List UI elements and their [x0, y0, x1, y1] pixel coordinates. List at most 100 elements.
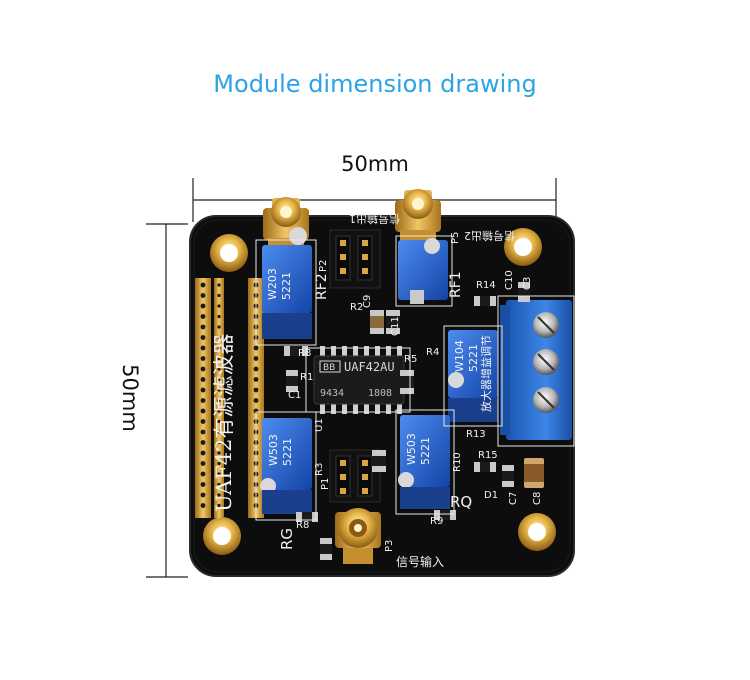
prototype-hole — [200, 471, 206, 477]
prototype-hole — [200, 398, 206, 403]
pot-w503b-label: W503 — [405, 433, 418, 465]
prototype-hole — [217, 409, 221, 413]
sma-output1-connector — [395, 189, 441, 240]
page-title: Module dimension drawing — [213, 70, 537, 98]
mounting-hole-top-right — [504, 228, 542, 266]
prototype-hole — [217, 325, 221, 329]
prototype-hole — [200, 450, 206, 456]
prototype-hole — [200, 429, 206, 435]
prototype-hole — [253, 398, 259, 403]
screw-terminal-block[interactable] — [500, 300, 572, 440]
potentiometer-w503-left[interactable]: W503 5221 — [260, 418, 312, 514]
prototype-hole — [217, 377, 221, 382]
ref-p1: P1 — [320, 478, 331, 490]
ic-pin — [342, 402, 347, 414]
label-rf2: RF2 — [314, 273, 330, 300]
prototype-hole — [217, 304, 221, 308]
chip-name: UAF42AU — [344, 360, 395, 374]
ref-c7: C7 — [508, 492, 519, 505]
prototype-hole — [200, 366, 206, 372]
ic-pin — [331, 346, 336, 358]
prototype-hole — [200, 419, 206, 424]
ref-c9: C9 — [362, 295, 373, 308]
chip-brand: BB — [323, 363, 335, 373]
prototype-hole — [200, 293, 206, 298]
width-dimension-line — [192, 178, 557, 222]
prototype-hole — [253, 366, 259, 372]
ic-pin — [364, 402, 369, 414]
prototype-hole — [200, 303, 206, 309]
height-dimension-line — [146, 223, 188, 578]
prototype-hole — [217, 482, 221, 487]
prototype-hole — [200, 440, 206, 445]
ref-r8: R8 — [298, 348, 311, 359]
prototype-hole — [217, 335, 221, 340]
pot-w203-code: 5221 — [280, 272, 293, 300]
ref-r13: R13 — [466, 429, 486, 440]
prototype-holes — [200, 282, 259, 508]
ic-pin — [375, 346, 380, 358]
ic-pin — [397, 346, 402, 358]
ic-pin — [320, 346, 325, 358]
silkscreen-outlines — [255, 235, 575, 521]
pot-w203-label: W203 — [266, 268, 279, 300]
prototype-hole — [217, 388, 221, 392]
label-rg: RG — [278, 528, 296, 550]
ref-c8: C8 — [532, 492, 543, 505]
ref-r3: R3 — [314, 463, 325, 476]
label-output1: 信号输出1 — [349, 212, 400, 226]
ref-d1: D1 — [484, 490, 498, 501]
ic-pin — [397, 402, 402, 414]
sma-output2-connector — [263, 197, 309, 248]
label-output2: 信号输出2 — [464, 229, 515, 243]
pin-header-p1 — [329, 449, 381, 503]
prototype-hole — [253, 387, 259, 393]
ref-p5: P5 — [450, 232, 461, 244]
ic-pin — [375, 402, 380, 414]
chip-code-a: 9434 — [320, 388, 344, 399]
prototype-hole — [200, 377, 206, 382]
pot-w104-label: W104 — [453, 340, 466, 372]
prototype-hole — [253, 345, 259, 351]
potentiometer-w503-right[interactable]: W503 5221 — [398, 415, 450, 509]
smd-components — [284, 282, 544, 560]
mounting-hole-bottom-left — [203, 517, 241, 555]
pot-w503a-label: W503 — [267, 434, 280, 466]
pin-header-p2 — [329, 229, 381, 289]
prototype-hole — [200, 461, 206, 466]
ic-pin — [342, 346, 347, 358]
prototype-hole — [200, 345, 206, 351]
pot-w503b-code: 5221 — [419, 437, 432, 465]
ic-pin — [386, 346, 391, 358]
potentiometer-w104[interactable]: W104 5221 — [448, 330, 498, 422]
prototype-hole — [217, 419, 221, 424]
prototype-hole — [200, 324, 206, 330]
prototype-hole — [200, 492, 206, 498]
ref-r15: R15 — [478, 450, 498, 461]
ref-p2: P2 — [318, 260, 329, 272]
ref-r2: R2 — [350, 302, 363, 313]
potentiometer-w203[interactable]: W203 5221 — [262, 227, 312, 339]
uaf42-chip: BB UAF42AU 9434 1808 — [313, 346, 405, 414]
silkscreen-labels: RF2 RF1 RG RQ 放大器增益调节 信号输入 R1 R2 R3 R4 R… — [278, 232, 543, 569]
prototype-hole — [217, 367, 221, 371]
prototype-hole — [200, 356, 206, 361]
mounting-hole-top-left — [210, 234, 248, 272]
prototype-hole — [217, 451, 221, 455]
chip-code-b: 1808 — [368, 388, 392, 399]
ref-r10: R10 — [452, 452, 463, 472]
mounting-hole-bottom-right — [518, 513, 556, 551]
pot-w104-code: 5221 — [467, 344, 480, 372]
label-amp: 放大器增益调节 — [479, 335, 493, 412]
ic-pin — [331, 402, 336, 414]
ref-r1: R1 — [300, 372, 313, 383]
ref-r5: R5 — [404, 354, 417, 365]
prototype-hole — [253, 356, 259, 361]
prototype-hole — [217, 461, 221, 466]
ic-pin — [320, 402, 325, 414]
ref-c1: C1 — [288, 390, 301, 401]
potentiometer-w203-right[interactable] — [398, 238, 448, 300]
pot-w503a-code: 5221 — [281, 438, 294, 466]
